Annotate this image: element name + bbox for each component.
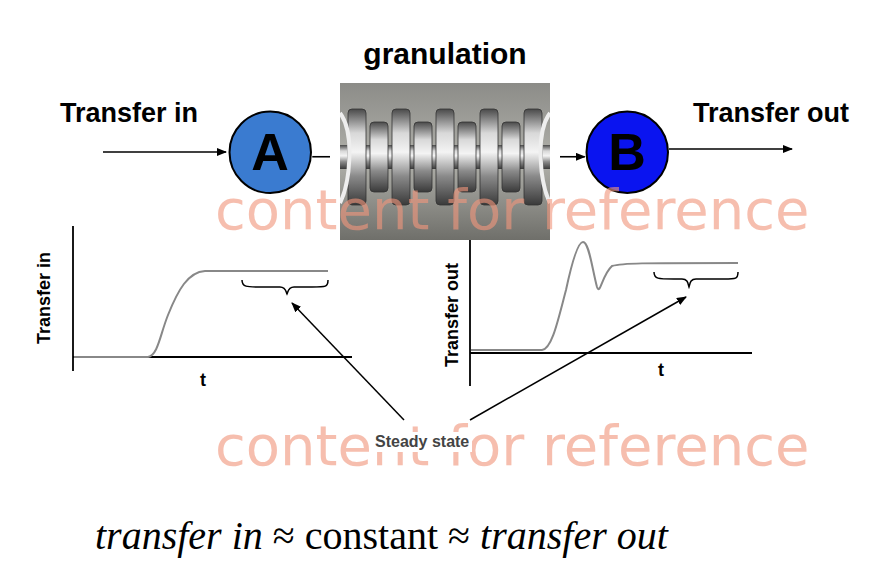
axis-label: Transfer out bbox=[442, 263, 463, 367]
inflow-chart bbox=[73, 226, 352, 371]
outflow-chart bbox=[470, 226, 752, 386]
flow-connector bbox=[312, 156, 330, 158]
watermark: content for reference bbox=[215, 418, 809, 474]
flow-label: Transfer in bbox=[60, 98, 198, 129]
equation: transfer in≈constant≈transfer out bbox=[95, 512, 668, 560]
flow-label: Transfer out bbox=[693, 98, 849, 129]
leader-arrow bbox=[292, 303, 404, 420]
leader-arrow bbox=[470, 297, 686, 420]
equation-term: ≈ bbox=[273, 512, 295, 560]
inflow-arrow bbox=[103, 151, 226, 153]
flow-connector bbox=[560, 156, 585, 158]
axis-label: Transfer in bbox=[34, 252, 55, 344]
watermark: content for reference bbox=[215, 182, 809, 238]
outflow-arrow bbox=[669, 148, 792, 150]
axis-label: t bbox=[200, 370, 206, 391]
equation-term: ≈ bbox=[448, 512, 470, 560]
equation-term: transfer out bbox=[480, 512, 668, 560]
callout-label: Steady state bbox=[372, 432, 472, 452]
equation-term: transfer in bbox=[95, 512, 263, 560]
process-heading: granulation bbox=[330, 36, 560, 72]
axis-label: t bbox=[658, 360, 664, 381]
equation-term: constant bbox=[305, 512, 438, 560]
